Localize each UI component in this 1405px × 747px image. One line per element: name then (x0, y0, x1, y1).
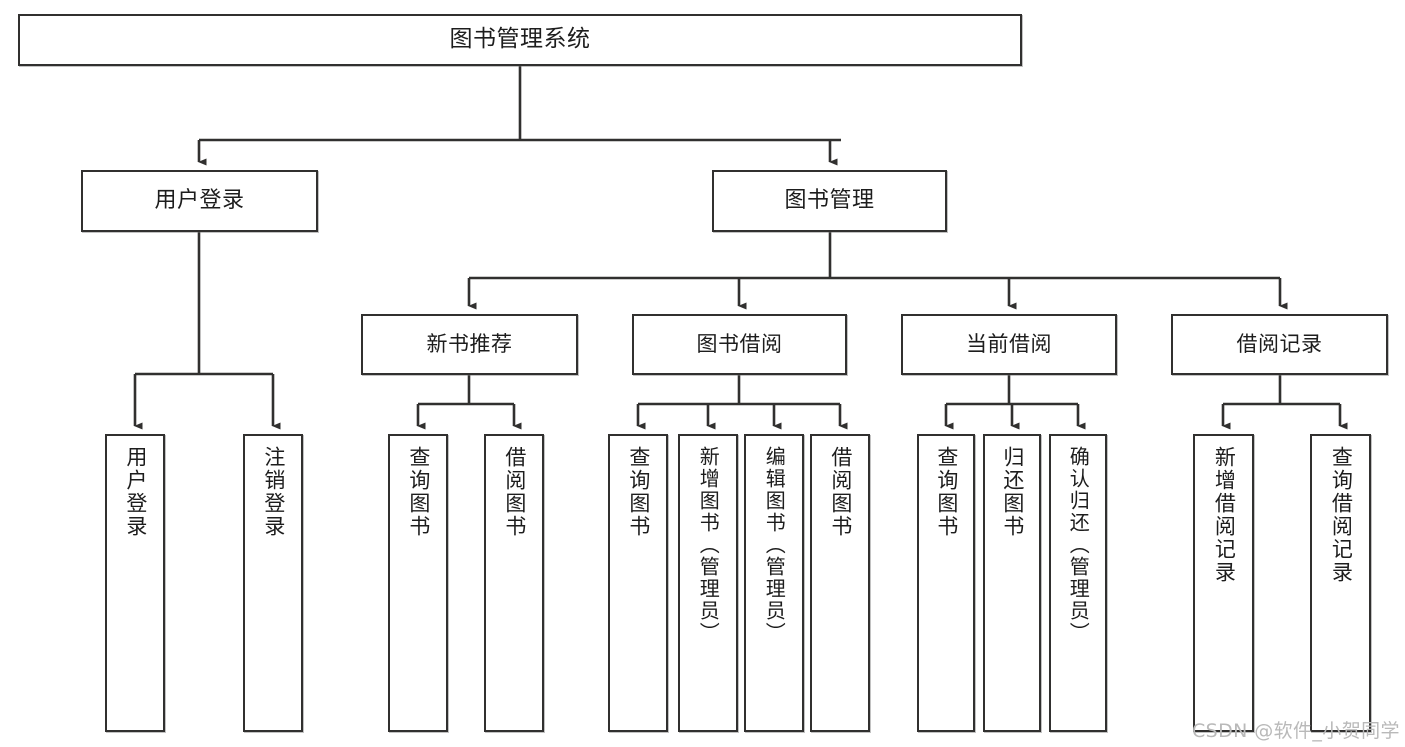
node-user-login-label: 用户登录 (154, 188, 245, 214)
node-leaf-edit-book[interactable]: 编辑图书（管理员） (744, 434, 804, 732)
node-leaf-add-book[interactable]: 新增图书（管理员） (678, 434, 738, 732)
node-leaf-borrow-book-2-label: 借阅图书 (828, 446, 853, 538)
node-new-book-recommend[interactable]: 新书推荐 (361, 314, 578, 375)
node-leaf-user-login-label: 用户登录 (123, 446, 148, 538)
node-leaf-query-book-3[interactable]: 查询图书 (917, 434, 975, 732)
node-leaf-query-book-3-label: 查询图书 (934, 446, 959, 538)
node-leaf-confirm-return[interactable]: 确认归还（管理员） (1049, 434, 1107, 732)
node-book-borrow-label: 图书借阅 (696, 332, 783, 357)
node-leaf-query-book-2-label: 查询图书 (626, 446, 651, 538)
node-current-borrow[interactable]: 当前借阅 (901, 314, 1117, 375)
node-leaf-query-record-label: 查询借阅记录 (1329, 446, 1354, 584)
node-leaf-query-book-2[interactable]: 查询图书 (608, 434, 668, 732)
node-leaf-add-record-label: 新增借阅记录 (1212, 446, 1237, 584)
node-leaf-return-book[interactable]: 归还图书 (983, 434, 1041, 732)
node-user-login[interactable]: 用户登录 (81, 170, 318, 232)
node-leaf-query-book-1[interactable]: 查询图书 (388, 434, 448, 732)
node-leaf-query-record[interactable]: 查询借阅记录 (1310, 434, 1371, 732)
node-leaf-borrow-book-1-label: 借阅图书 (502, 446, 527, 538)
node-leaf-borrow-book-1[interactable]: 借阅图书 (484, 434, 544, 732)
node-leaf-add-book-label: 新增图书（管理员） (696, 446, 721, 644)
node-leaf-edit-book-label: 编辑图书（管理员） (762, 446, 787, 644)
node-leaf-borrow-book-2[interactable]: 借阅图书 (810, 434, 870, 732)
node-new-book-recommend-label: 新书推荐 (426, 332, 513, 357)
node-leaf-confirm-return-label: 确认归还（管理员） (1066, 446, 1091, 644)
node-leaf-add-record[interactable]: 新增借阅记录 (1193, 434, 1254, 732)
node-root-label: 图书管理系统 (449, 26, 591, 53)
node-leaf-return-book-label: 归还图书 (1000, 446, 1025, 538)
node-borrow-records-label: 借阅记录 (1236, 332, 1323, 357)
node-root[interactable]: 图书管理系统 (18, 14, 1022, 66)
node-borrow-records[interactable]: 借阅记录 (1171, 314, 1388, 375)
node-leaf-query-book-1-label: 查询图书 (406, 446, 431, 538)
node-book-manage[interactable]: 图书管理 (712, 170, 947, 232)
node-leaf-logout-label: 注销登录 (261, 446, 286, 538)
node-book-borrow[interactable]: 图书借阅 (632, 314, 847, 375)
node-leaf-logout[interactable]: 注销登录 (243, 434, 303, 732)
node-leaf-user-login[interactable]: 用户登录 (105, 434, 165, 732)
node-current-borrow-label: 当前借阅 (966, 332, 1052, 357)
node-book-manage-label: 图书管理 (784, 188, 875, 214)
csdn-watermark: CSDN @软件_小贺同学 (1192, 720, 1400, 742)
